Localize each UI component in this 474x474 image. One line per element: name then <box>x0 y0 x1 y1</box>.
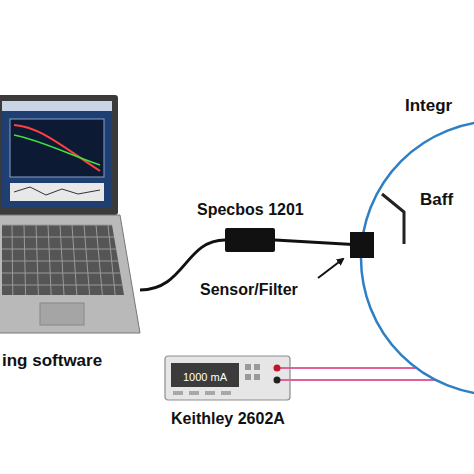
laptop-computer: ing software <box>0 95 140 340</box>
text-holder: Sensor/Filter <box>200 281 298 299</box>
label-text: Sensor/Filter <box>200 281 298 298</box>
label-text: ing software <box>2 351 102 370</box>
label-text: Specbos 1201 <box>197 201 304 218</box>
text-holder: Baff <box>420 190 453 210</box>
integrating-sphere: IntegrBaff <box>360 120 474 396</box>
text-holder: Specbos 1201 <box>197 201 304 219</box>
sphere-drawing <box>360 120 474 396</box>
cable <box>275 240 362 245</box>
label-text: Integr <box>405 96 452 115</box>
signal-wire <box>290 367 416 369</box>
laptop-drawing <box>0 95 140 340</box>
text-holder: Integr <box>405 96 452 116</box>
text-holder: 1000 mA <box>183 367 227 385</box>
label-text: Keithley 2602A <box>171 410 285 427</box>
label-text: 1000 mA <box>183 371 227 383</box>
text-holder: ing software <box>2 351 102 371</box>
sensor-filter <box>350 232 374 258</box>
spectrometer-box: Specbos 1201 <box>225 228 275 252</box>
signal-wire <box>290 379 436 381</box>
text-holder: Keithley 2602A <box>171 410 285 428</box>
label-text: Baff <box>420 190 453 209</box>
leader-arrow <box>318 259 343 278</box>
source-meter: 1000 mAKeithley 2602A <box>165 356 290 402</box>
